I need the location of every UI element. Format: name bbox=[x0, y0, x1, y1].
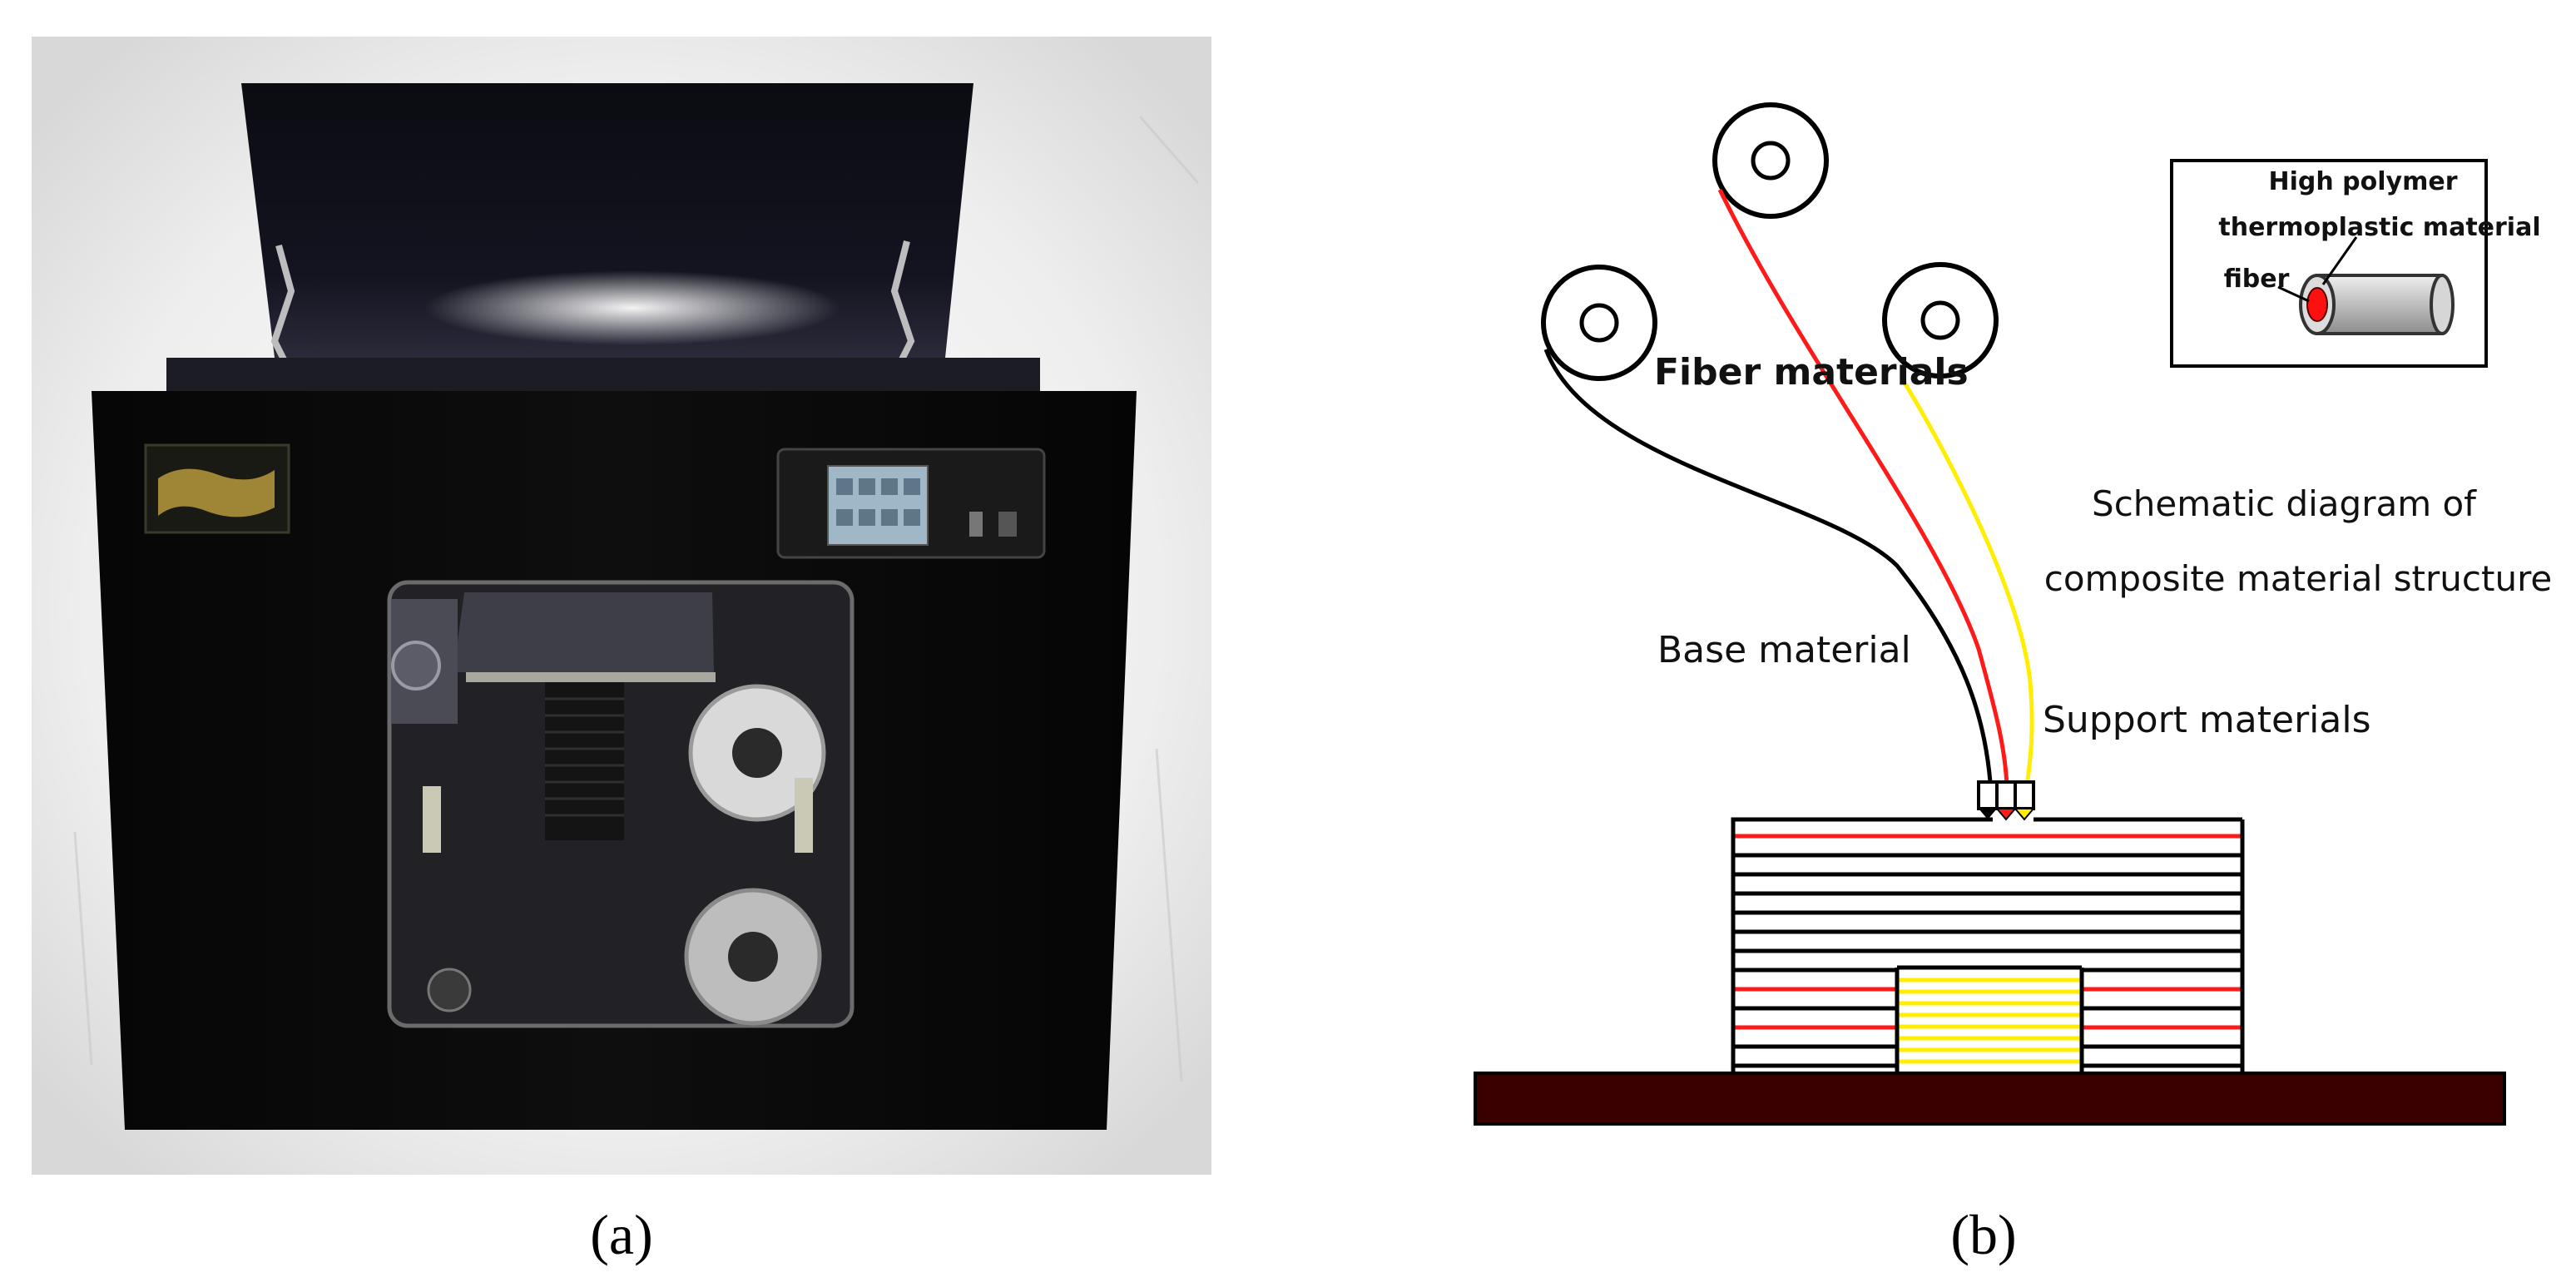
fiber-leader-line bbox=[2277, 285, 2310, 303]
label-fiber-materials: Fiber materials bbox=[1654, 351, 1969, 394]
nozzle-base bbox=[1977, 780, 1999, 819]
spool-base bbox=[1541, 265, 1657, 381]
support-block-fill bbox=[1899, 969, 2080, 1072]
spool-support bbox=[1882, 262, 1999, 379]
build-plate bbox=[1474, 1072, 2506, 1126]
inset-label-thermoplastic: thermoplastic material bbox=[2218, 213, 2540, 242]
printed-layers bbox=[1733, 834, 2242, 1072]
nozzle-support bbox=[2013, 780, 2036, 821]
inset-label-high-polymer: High polymer bbox=[2269, 167, 2458, 196]
cylinder-end-cap bbox=[2430, 274, 2455, 335]
support-filament-line bbox=[1900, 377, 2034, 787]
touch-screen-icons bbox=[836, 478, 920, 526]
cabinet-top-edge bbox=[166, 358, 1040, 391]
background-sparkles bbox=[73, 116, 1200, 1082]
fiber-core bbox=[2306, 287, 2328, 322]
inset-fiber-structure: High polymer thermoplastic material fibe… bbox=[2170, 159, 2541, 368]
filament-spool-lower bbox=[684, 888, 822, 1026]
polymer-cylinder bbox=[2316, 274, 2444, 335]
filament-spool-upper bbox=[688, 684, 826, 822]
label-base-material: Base material bbox=[1657, 629, 1911, 671]
interior-light bbox=[424, 270, 840, 345]
label-support-materials: Support materials bbox=[2043, 699, 2371, 741]
power-switch bbox=[969, 512, 983, 537]
fiber-filament-line bbox=[1717, 188, 2009, 787]
spool-holder-right bbox=[795, 778, 813, 853]
polymer-leader-line bbox=[2321, 236, 2358, 285]
print-bed bbox=[453, 592, 714, 672]
caption-b: (b) bbox=[1950, 1203, 2016, 1266]
label-schematic-line1: Schematic diagram of bbox=[2092, 483, 2477, 524]
schematic-diagram: Fiber materials Base material Support ma… bbox=[1474, 102, 2553, 1266]
nozzle-fiber bbox=[1994, 780, 2018, 821]
inset-label-fiber: fiber bbox=[2224, 265, 2290, 294]
z-axis-bellows bbox=[545, 682, 624, 840]
logo-mark bbox=[158, 468, 275, 517]
caption-a: (a) bbox=[590, 1203, 652, 1266]
lower-roller bbox=[427, 968, 472, 1012]
print-bed-rail bbox=[466, 672, 716, 682]
lid-hinge-right bbox=[890, 240, 915, 368]
spool-fiber bbox=[1712, 102, 1829, 219]
touch-screen bbox=[827, 465, 929, 546]
label-schematic-line2: composite material structure bbox=[2044, 558, 2553, 599]
drive-gear bbox=[391, 641, 441, 691]
base-filament-line bbox=[1543, 349, 1993, 783]
printer-photo: (a) bbox=[32, 37, 1211, 1266]
usb-port bbox=[998, 512, 1017, 537]
spool-holder-left bbox=[423, 786, 441, 853]
lid-hinge-left bbox=[270, 244, 295, 368]
